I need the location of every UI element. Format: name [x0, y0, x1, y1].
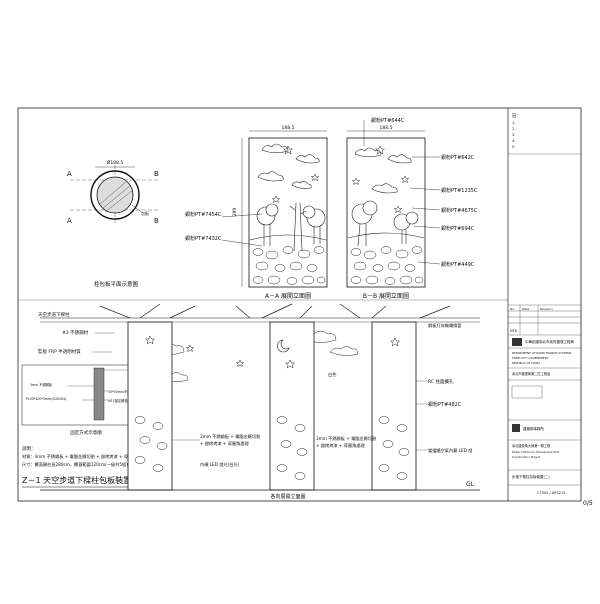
elev-label-rc: RC 柱面擴孔	[428, 378, 454, 385]
dim-height: 289	[232, 208, 238, 217]
callout-aa-2: 銀粉PT#7432C	[185, 235, 222, 242]
tb-rev-h2: Date	[522, 307, 529, 311]
elev-label-pt482: 銀粉PT#482C	[428, 401, 462, 408]
section-bb-title: B－B 展開立面圖	[363, 292, 409, 300]
column-elevation: GL 3mm 不銹鋼板 + 電腦金屬切割 + 銀烤烤漆 + 導圓角處理 內襯 L…	[40, 303, 480, 500]
elev-label-stainless: 3mm 不銹鋼板 + 電腦金屬切割	[200, 433, 260, 440]
tb-sheet-title: 步道下樑柱包板裝置(二)	[512, 474, 550, 479]
spec-heading: 說明：	[22, 445, 36, 452]
tb-client-cn: 中華民國臺北市政府捷運工程局	[525, 339, 574, 344]
plan-label-b-right: B	[154, 217, 159, 225]
tb-client-en1: DEPARTMENT OF RAPID TRANSIT SYSTEMS	[512, 351, 572, 355]
tb-client-en2: TAIPEI CITY GOVERNMENT	[511, 356, 549, 360]
elev-label-led: 當擋牆空氣內藏 LED 燈	[428, 447, 473, 454]
detail-label-3: M12固定螺栓	[108, 398, 128, 403]
main-title: Z－1 天空步道下樑柱包板裝置	[22, 475, 131, 485]
dim-width-a: 188.5	[282, 125, 295, 131]
detail-steel-plate	[93, 367, 105, 421]
spec-line-1: 材質：3mm 不銹鋼板 + 電腦金屬切割 + 銀烤烤漆 + 導圓角處理	[22, 453, 146, 460]
plan-title: 柱包板平面示意圖	[94, 280, 139, 288]
callout-bb-3: 銀粉PT#1235C	[441, 187, 478, 194]
title-block: 註： 1. 2. 3. 4. 5. No. Date Revision NTS …	[508, 112, 581, 495]
callout-bb-4: 銀粉PT#4675C	[441, 207, 478, 214]
column-outer-circle	[90, 170, 140, 220]
tb-notes-heading: 註：	[512, 112, 521, 119]
plan-label-b-left: B	[154, 170, 159, 178]
sheet-border	[17, 107, 582, 502]
elev-label-pole-top: 鋼板打穿機電線管	[428, 322, 462, 329]
tb-note-3: 3.	[512, 133, 515, 137]
elev-label-inner: 內襯 LED 燈光(白光)	[200, 461, 240, 468]
tb-note-5: 5.	[512, 145, 515, 149]
plan-label-a-bottom: A	[67, 217, 72, 225]
callout-bb-6: 銀粉PT#449C	[441, 261, 475, 268]
detail-title: 固定方式示意圖	[70, 429, 102, 436]
left-note-2: #3 不銹鋼材	[62, 329, 89, 336]
spec-line-2: 尺寸：覆面圓柱長280cm，覆蓋範圍120cm(一級共5組)	[22, 461, 128, 468]
section-bb-panel: 188.5 銀粉PT	[346, 117, 478, 300]
tb-project-en1: Taipei Children's Amusement Park	[511, 450, 560, 454]
elevation-title: 各向展開立面圖	[270, 493, 305, 500]
column-1	[127, 321, 173, 491]
plan-note: 包板	[141, 210, 149, 216]
tb-designer: 建築師事務所	[523, 426, 544, 431]
elev-label-stainless4: + 銀烤烤漆 + 導圓角處理	[316, 442, 366, 449]
gl-label: GL	[466, 481, 475, 488]
callout-bb-5: 銀粉PT#694C	[441, 225, 475, 232]
column-inner-circle	[96, 176, 134, 214]
tb-rev-h1: No.	[510, 307, 515, 311]
left-note-3: 監板 FRP 半透明材質	[38, 348, 81, 355]
callout-bb-2: 銀粉PT#642C	[441, 154, 475, 161]
plan-view: Ø188.5 A A B B 包板 柱包板平面示意圖	[67, 159, 160, 288]
tb-office: 臺北市捷運局第二區工程處	[512, 371, 551, 376]
elev-label-stainless3: 3mm 不銹鋼板 + 電腦金屬切割	[316, 435, 376, 442]
left-note-1: 天空步道下樑柱	[38, 311, 70, 318]
plan-dimension: Ø188.5	[107, 159, 124, 166]
tb-note-2: 2.	[512, 127, 515, 131]
page-number: 0/5	[583, 500, 593, 507]
tb-note-1: 1.	[512, 121, 515, 125]
tb-project-cn: 臺北捷運萬大線第一期工程	[512, 443, 551, 448]
tb-client-en3: REPUBLIC OF CHINA	[512, 361, 540, 365]
tb-rev-h3: Revision	[540, 307, 553, 311]
detail-label-1: 3mm 不銹鋼板	[30, 382, 53, 387]
tb-note-4: 4.	[512, 139, 515, 143]
column-2	[269, 321, 315, 491]
callout-bb-1: 銀粉PT#644C	[371, 117, 405, 124]
tb-sheet-no: C7305 / AR1213	[537, 491, 566, 495]
column-3	[371, 321, 417, 491]
tb-scale: NTS	[510, 329, 518, 333]
tb-project-en2: Construction Project	[512, 455, 541, 459]
detail-label-4: 50*50mm不銹鋼角鐵	[108, 389, 141, 394]
section-aa-title: A－A 展開立面圖	[265, 292, 311, 300]
plan-label-a-top: A	[67, 170, 72, 178]
callout-aa-1: 銀粉PT#7454C	[185, 211, 222, 218]
designer-logo	[512, 424, 520, 432]
dim-width-b: 188.5	[380, 125, 393, 131]
section-aa-panel: 188.5 289	[185, 125, 328, 300]
client-logo	[512, 338, 522, 346]
fixing-detail: 3mm 不銹鋼板 PL50*100*3mm(SUS304) M12固定螺栓 50…	[21, 364, 141, 436]
moon-shape	[277, 339, 290, 353]
detail-label-2: PL50*100*3mm(SUS304)	[26, 397, 66, 401]
elev-label-stainless2: + 銀烤烤漆 + 導圓角處理	[200, 440, 250, 447]
elev-label-white: 白色	[328, 371, 337, 378]
